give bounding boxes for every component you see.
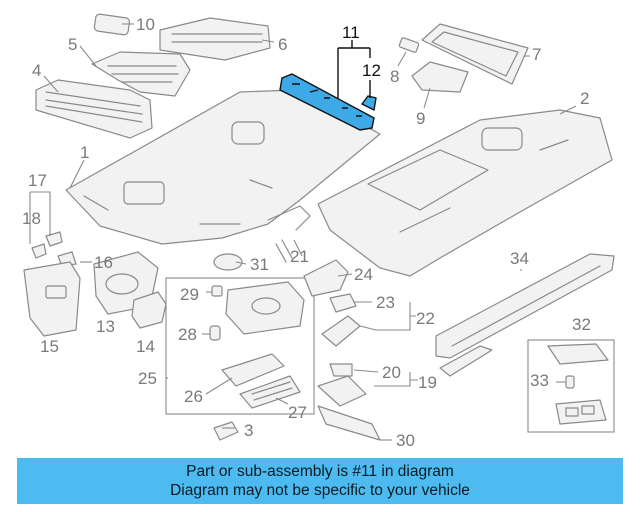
callout-19: 19 bbox=[418, 373, 437, 392]
callout-20: 20 bbox=[382, 363, 401, 382]
leader-lines bbox=[29, 23, 577, 441]
callout-10: 10 bbox=[136, 15, 155, 34]
part-7-frame bbox=[421, 23, 529, 85]
part-5-insulator bbox=[91, 51, 191, 97]
callout-17: 17 bbox=[28, 171, 47, 190]
part-15-visor bbox=[23, 261, 81, 337]
callout-31: 31 bbox=[250, 255, 269, 274]
callout-25: 25 bbox=[138, 369, 157, 388]
part-26-lens bbox=[221, 353, 285, 387]
part-28-bulb bbox=[209, 325, 221, 341]
part-6-insulator bbox=[159, 17, 271, 61]
callout-8: 8 bbox=[390, 67, 399, 86]
banner-line-1: Part or sub-assembly is #11 in diagram bbox=[186, 463, 454, 480]
callout-7: 7 bbox=[532, 45, 541, 64]
callout-5: 5 bbox=[68, 35, 77, 54]
part-25-console-frame bbox=[165, 277, 315, 415]
leader-lines-11 bbox=[337, 40, 371, 98]
part-console-upper bbox=[225, 281, 305, 335]
callout-29: 29 bbox=[180, 285, 199, 304]
part-12-clip bbox=[360, 95, 377, 112]
callout-24: 24 bbox=[354, 265, 373, 284]
part-29-clip bbox=[211, 285, 223, 297]
part-11-highlighted bbox=[279, 73, 375, 131]
part-16-bracket bbox=[57, 251, 77, 267]
callout-18: 18 bbox=[22, 209, 41, 228]
info-banner: Part or sub-assembly is #11 in diagram D… bbox=[17, 458, 623, 504]
parts-diagram: 10 6 5 4 1 2 7 8 9 11 12 17 18 16 15 13 … bbox=[22, 13, 615, 450]
part-20-clip bbox=[329, 363, 353, 377]
callout-2: 2 bbox=[580, 89, 589, 108]
callout-11: 11 bbox=[342, 23, 360, 42]
part-4-insulator bbox=[35, 79, 153, 139]
part-32-panel bbox=[555, 399, 607, 425]
part-32-bracket bbox=[547, 343, 609, 365]
part-1-headliner bbox=[65, 89, 381, 245]
callout-33: 33 bbox=[530, 371, 549, 390]
part-23-switch bbox=[329, 293, 357, 313]
part-3-bracket bbox=[213, 421, 239, 441]
callout-26: 26 bbox=[184, 387, 203, 406]
part-14-lamp bbox=[131, 291, 167, 329]
callout-27: 27 bbox=[288, 403, 307, 422]
callout-13: 13 bbox=[96, 317, 115, 336]
part-22-switch bbox=[321, 315, 361, 347]
callout-14: 14 bbox=[136, 337, 155, 356]
callout-1: 1 bbox=[80, 143, 89, 162]
callout-9: 9 bbox=[416, 109, 425, 128]
part-30-bracket bbox=[317, 405, 381, 441]
part-17-clip bbox=[45, 231, 63, 247]
callout-12: 12 bbox=[362, 61, 381, 80]
callout-3: 3 bbox=[244, 421, 253, 440]
callout-22: 22 bbox=[416, 309, 435, 328]
part-27-lens bbox=[239, 375, 301, 409]
part-21-handle bbox=[267, 205, 311, 263]
part-9-lens bbox=[411, 61, 469, 93]
part-33-clip bbox=[565, 375, 575, 389]
part-10-pad bbox=[93, 13, 131, 36]
callout-30: 30 bbox=[396, 431, 415, 450]
callout-6: 6 bbox=[278, 35, 287, 54]
callout-34: 34 bbox=[510, 249, 529, 268]
callout-32: 32 bbox=[572, 315, 591, 334]
callout-4: 4 bbox=[32, 61, 41, 80]
part-18-clip bbox=[31, 243, 47, 259]
part-34-trim bbox=[435, 253, 615, 377]
callout-16: 16 bbox=[94, 253, 113, 272]
callout-23: 23 bbox=[376, 293, 395, 312]
part-32-frame bbox=[527, 339, 615, 433]
callout-21: 21 bbox=[290, 247, 309, 266]
part-19-lamp bbox=[317, 375, 367, 407]
callout-15: 15 bbox=[40, 337, 59, 356]
part-24-bracket bbox=[303, 259, 349, 297]
callout-28: 28 bbox=[178, 325, 197, 344]
banner-line-2: Diagram may not be specific to your vehi… bbox=[170, 482, 470, 499]
part-31-lamp bbox=[213, 253, 243, 271]
part-2-headliner bbox=[317, 109, 613, 277]
part-8-clip bbox=[398, 37, 420, 53]
